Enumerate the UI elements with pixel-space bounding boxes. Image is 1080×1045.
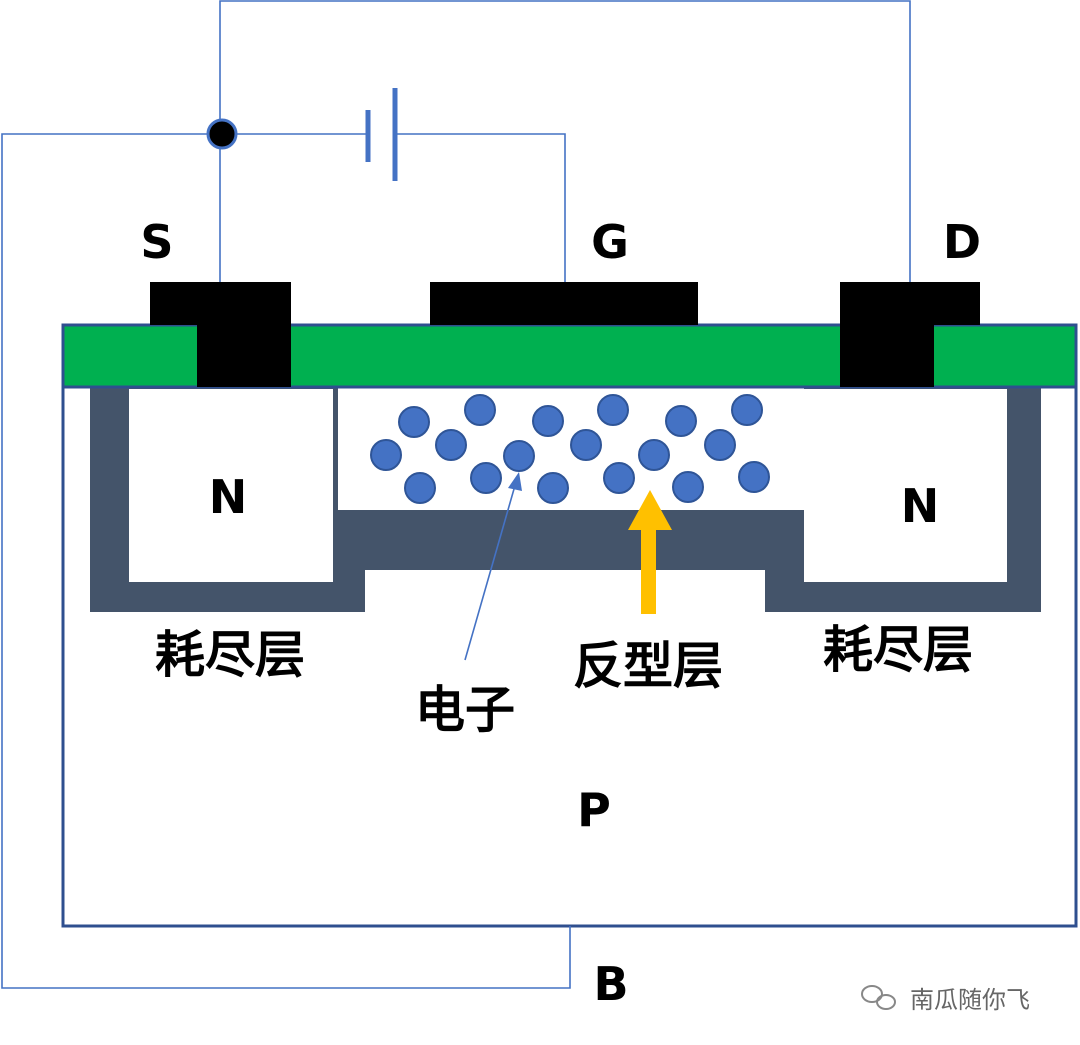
inversion-arrow [628, 490, 672, 614]
electron [435, 429, 467, 461]
electron [638, 439, 670, 471]
electron [537, 472, 569, 504]
electron [404, 472, 436, 504]
electron [370, 439, 402, 471]
electron [570, 429, 602, 461]
electron [738, 461, 770, 493]
electron-label: 电子 [415, 681, 515, 739]
electron [665, 405, 697, 437]
drain-contact [840, 282, 980, 387]
electron [704, 429, 736, 461]
n-region-right-label: N [901, 479, 940, 533]
n-region-left-label: N [209, 470, 248, 524]
electron [532, 405, 564, 437]
electron [398, 406, 430, 438]
electron [464, 394, 496, 426]
source-contact [150, 282, 291, 387]
gate-contact [430, 282, 698, 325]
wire-battery-gate [395, 133, 566, 282]
electron [597, 394, 629, 426]
electrons [370, 394, 770, 504]
depletion-label-right: 耗尽层 [823, 621, 973, 679]
drain-label: D [943, 215, 981, 269]
electron [470, 462, 502, 494]
p-substrate-label: P [577, 783, 611, 837]
junction-node [206, 118, 238, 150]
depletion-under-channel [338, 510, 804, 570]
battery-icon [365, 88, 398, 181]
electron [672, 471, 704, 503]
gate-label: G [591, 215, 629, 269]
electron [603, 462, 635, 494]
source-label: S [140, 215, 173, 269]
wechat-icon [861, 985, 896, 1010]
inversion-layer-label: 反型层 [573, 637, 723, 695]
wire-body-loop [1, 133, 571, 989]
electron [731, 394, 763, 426]
electron-pointer-arrow [464, 472, 522, 661]
watermark-text: 南瓜随你飞 [910, 986, 1030, 1014]
depletion-label-left: 耗尽层 [155, 626, 305, 684]
body-label: B [593, 957, 628, 1011]
electron [503, 440, 535, 472]
